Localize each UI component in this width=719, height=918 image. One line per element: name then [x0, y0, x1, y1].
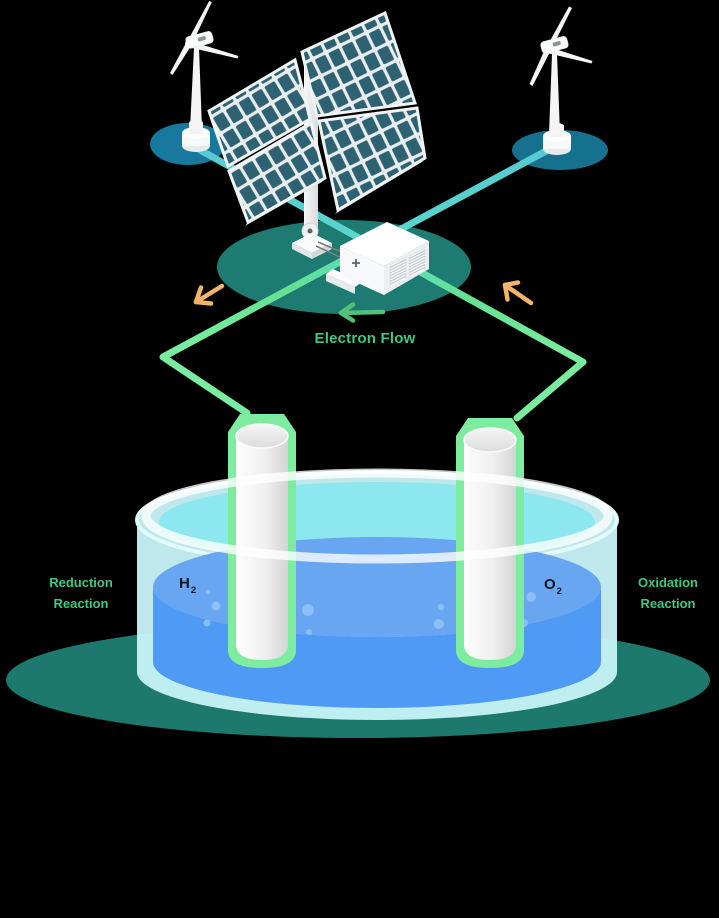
solar-panel-lower-left	[227, 120, 327, 225]
anode-tube-o2	[456, 418, 524, 668]
solar-panel-icon	[207, 10, 427, 259]
solar-panel-upper-right	[300, 10, 417, 118]
wind-turbine-right-icon	[529, 6, 593, 155]
power-converter-icon	[326, 222, 429, 295]
circuit-line-right	[196, 146, 587, 422]
vent-grille-icon	[389, 247, 426, 289]
converter-top-face	[340, 222, 429, 266]
wind-turbine-left-icon	[170, 1, 239, 152]
current-arrow-right-icon	[502, 280, 534, 306]
solar-panel-upper-left	[207, 57, 312, 169]
beaker-icon	[135, 414, 619, 720]
electron-flow-arrow-icon	[338, 302, 386, 323]
nacelle-badge	[197, 35, 206, 42]
solar-panel-lower-right	[317, 106, 427, 213]
converter-left-face	[340, 246, 384, 295]
water-body	[153, 587, 601, 708]
circuit-line-left	[159, 146, 552, 417]
nacelle-badge	[552, 40, 561, 47]
glass-rim-highlight	[141, 468, 613, 564]
current-arrow-left-icon	[193, 283, 225, 306]
plus-symbol-icon	[352, 259, 360, 267]
cathode-tube-h2	[228, 414, 296, 668]
